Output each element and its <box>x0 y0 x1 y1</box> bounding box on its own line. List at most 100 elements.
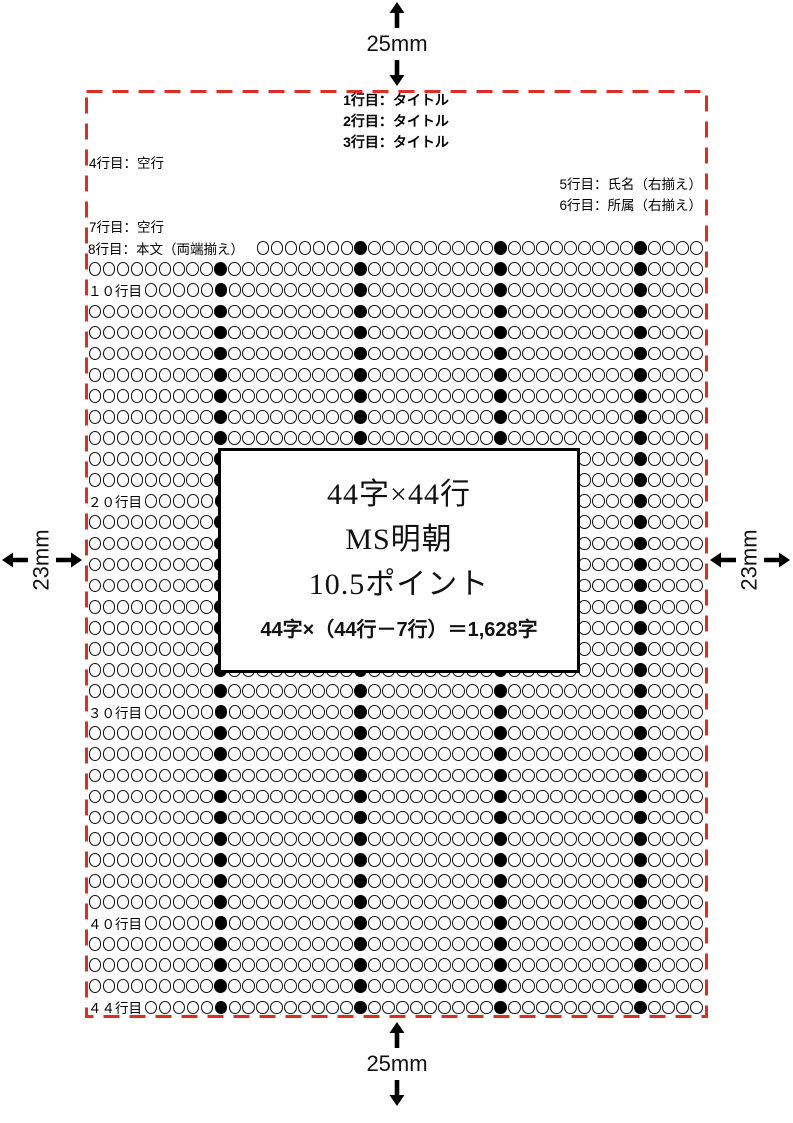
circle-icon <box>340 852 354 867</box>
circle-icon <box>88 536 102 551</box>
circle-icon <box>536 262 549 277</box>
circle-icon <box>410 431 424 445</box>
circle-icon <box>172 768 186 783</box>
circle-icon <box>606 874 619 888</box>
circle-icon <box>116 768 130 783</box>
circle-icon <box>200 705 214 719</box>
circle-icon <box>410 916 424 930</box>
circle-icon <box>298 979 312 994</box>
circle-icon <box>648 916 661 930</box>
circle-icon <box>326 747 340 762</box>
circle-icon <box>242 1000 256 1015</box>
circle-icon <box>186 831 200 846</box>
circle-icon <box>452 367 465 382</box>
circle-icon <box>466 1000 480 1015</box>
filled-circle-icon <box>494 789 507 804</box>
circle-icon <box>410 747 424 762</box>
circle-icon <box>130 388 144 403</box>
filled-circle-icon <box>494 241 508 255</box>
circle-icon <box>564 241 578 255</box>
circle-icon <box>340 684 354 698</box>
circle-icon <box>424 916 438 930</box>
circle-icon <box>242 684 256 698</box>
circle-icon <box>452 684 465 698</box>
circle-icon <box>256 852 270 867</box>
filled-circle-icon <box>354 262 368 277</box>
circle-icon <box>522 958 535 973</box>
circle-icon <box>438 726 451 741</box>
circle-icon <box>410 979 424 994</box>
circle-icon <box>284 241 298 255</box>
circle-icon <box>578 895 591 909</box>
circle-icon <box>116 979 130 994</box>
circle-icon <box>396 367 410 382</box>
arrow-right-icon <box>56 552 82 568</box>
circle-icon <box>158 410 172 424</box>
circle-icon <box>116 789 130 804</box>
circle-icon <box>606 958 619 973</box>
row-5-label: 5行目：氏名（右揃え） <box>559 177 702 193</box>
circle-icon <box>647 663 661 677</box>
circle-icon <box>116 557 130 572</box>
circle-icon <box>172 283 186 298</box>
circle-icon <box>102 325 116 340</box>
circle-icon <box>550 852 563 867</box>
circle-icon <box>410 895 424 909</box>
circle-icon <box>508 388 521 403</box>
circle-icon <box>578 367 591 382</box>
circle-icon <box>536 1000 549 1015</box>
circle-icon <box>578 705 591 719</box>
circle-icon <box>102 536 116 551</box>
circle-icon <box>326 768 340 783</box>
circle-icon <box>200 494 214 509</box>
filled-circle-icon <box>494 705 507 719</box>
circle-icon <box>592 852 605 867</box>
circle-icon <box>480 1000 494 1015</box>
circle-icon <box>508 937 521 951</box>
filled-circle-icon <box>494 283 507 298</box>
circle-icon <box>564 768 577 783</box>
filled-circle-icon <box>633 789 647 804</box>
circle-icon <box>172 262 186 277</box>
circle-icon <box>284 747 298 762</box>
circle-icon <box>228 958 242 973</box>
circle-icon <box>88 726 102 741</box>
filled-circle-icon <box>633 937 647 951</box>
circle-icon <box>536 388 549 403</box>
circle-icon <box>606 473 619 487</box>
circle-icon <box>661 642 675 656</box>
circle-icon <box>620 916 633 930</box>
circle-icon <box>424 241 438 255</box>
circle-icon <box>186 410 200 424</box>
circle-icon <box>466 895 479 909</box>
circle-icon <box>326 705 340 719</box>
row-1-label: 1行目：タイトル <box>343 92 449 109</box>
circle-icon <box>200 473 214 487</box>
circle-icon <box>186 536 200 551</box>
circle-icon <box>396 958 410 973</box>
circle-icon <box>620 367 633 382</box>
circle-icon <box>606 789 619 804</box>
circle-icon <box>270 895 284 909</box>
circle-icon <box>424 304 438 319</box>
row-2-label: 2行目：タイトル <box>343 113 449 130</box>
circle-icon <box>424 831 438 846</box>
circle-icon <box>508 810 521 825</box>
circle-icon <box>298 283 312 298</box>
circle-icon <box>186 346 200 361</box>
circle-icon <box>116 831 130 846</box>
top-margin-label: 25mm <box>366 31 428 56</box>
circle-icon <box>438 937 451 951</box>
circle-icon <box>270 684 284 698</box>
filled-circle-icon <box>214 874 228 888</box>
circle-icon <box>661 620 675 635</box>
circle-icon <box>480 388 493 403</box>
circle-icon <box>620 241 633 255</box>
filled-circle-icon <box>354 831 368 846</box>
circle-icon <box>326 262 340 277</box>
circle-icon <box>606 346 619 361</box>
circle-icon <box>144 684 158 698</box>
circle-icon <box>508 367 521 382</box>
circle-icon <box>410 768 424 783</box>
circle-icon <box>592 789 605 804</box>
